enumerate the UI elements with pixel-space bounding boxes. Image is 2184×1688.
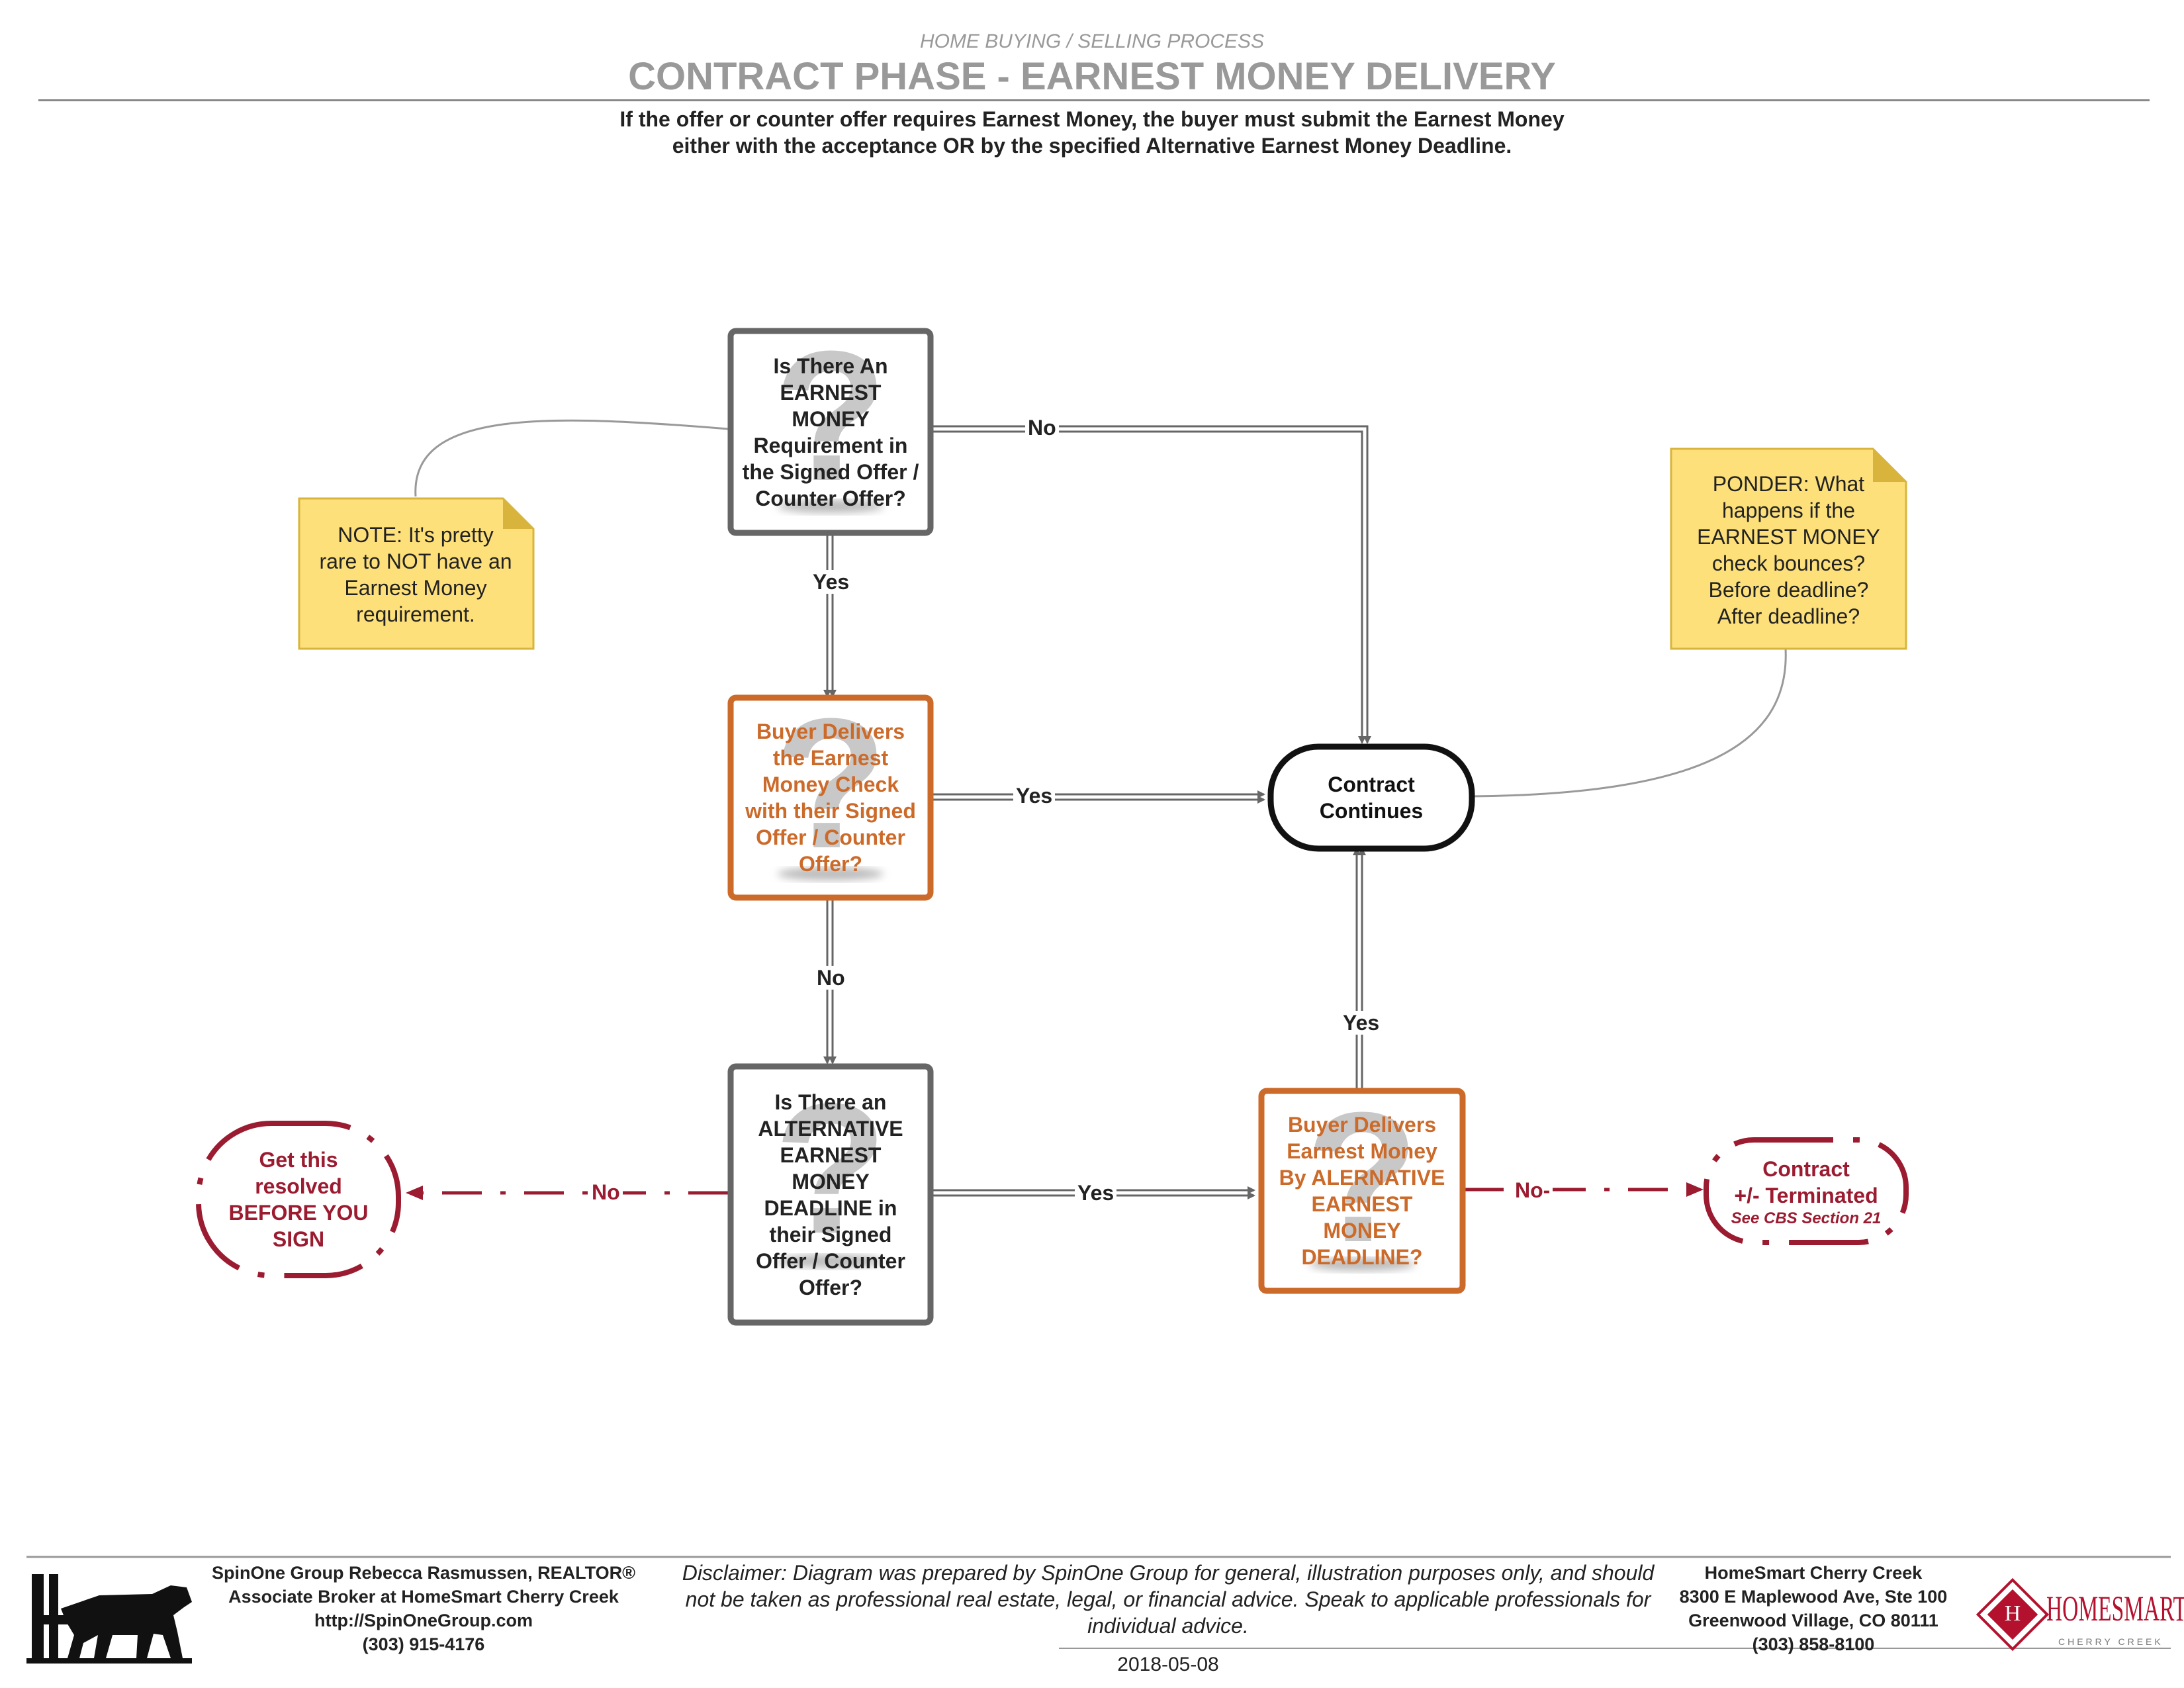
question-mark-icon: ? <box>774 313 887 520</box>
terminal-contract-continues <box>1267 743 1475 852</box>
homesmart-logo-monogram: H <box>2004 1601 2021 1626</box>
svg-text:?: ? <box>774 680 887 887</box>
intro-line-1: If the offer or counter offer requires E… <box>619 107 1565 131</box>
terminal-contract-terminated <box>1704 1137 1909 1245</box>
edge-label-q2-no: No <box>814 966 848 990</box>
disclaimer-label: Disclaimer: <box>682 1561 787 1585</box>
footer-agent-title: Associate Broker at HomeSmart Cherry Cre… <box>228 1587 619 1607</box>
sticky-note-ponder <box>1670 447 1907 650</box>
edge-label-q1-yes: Yes <box>810 570 852 594</box>
question-mark-icon: ? <box>774 680 887 887</box>
footer-brokerage-city: Greenwood Village, CO 80111 <box>1688 1611 1938 1630</box>
svg-text:?: ? <box>1305 1074 1418 1281</box>
footer-brokerage-name: HomeSmart Cherry Creek <box>1704 1563 1923 1583</box>
footer-disclaimer: Disclaimer: Diagram was prepared by Spin… <box>682 1560 1655 1639</box>
edge-q1-yes <box>823 534 837 698</box>
footer-agent-phone: (303) 915-4176 <box>362 1634 485 1654</box>
edge-q4-yes <box>1353 847 1366 1089</box>
footer-agent-website: http://SpinOneGroup.com <box>314 1611 533 1630</box>
terminal-get-resolved <box>196 1121 401 1278</box>
disclaimer-text: Diagram was prepared by SpinOne Group fo… <box>685 1561 1655 1638</box>
edge-label-q1-no: No <box>1025 416 1059 440</box>
edge-label-q4-yes: Yes <box>1340 1011 1383 1035</box>
homesmart-logo-icon <box>1976 1577 2050 1652</box>
question-mark-icon: ? <box>1305 1074 1418 1281</box>
edge-label-q4-no: No- <box>1512 1178 1553 1202</box>
footer-brokerage-info: HomeSmart Cherry Creek 8300 E Maplewood … <box>1655 1561 1972 1656</box>
homesmart-logo-wordmark: HOMESMART <box>2046 1589 2184 1628</box>
header-subtitle: HOME BUYING / SELLING PROCESS <box>919 30 1265 52</box>
edge-label-q3-yes: Yes <box>1075 1181 1117 1205</box>
question-mark-icon: ? <box>774 1066 887 1272</box>
edge-label-q2-yes: Yes <box>1013 784 1056 808</box>
ponder-connector <box>1470 648 1787 798</box>
decision-q2-text: Buyer Delivers the Earnest Money Check w… <box>745 720 916 876</box>
footer-brokerage-phone: (303) 858-8100 <box>1752 1634 1875 1654</box>
footer-date: 2018-05-08 <box>1117 1654 1219 1675</box>
edge-label-q3-no: No <box>589 1180 623 1204</box>
intro-text: If the offer or counter offer requires E… <box>0 106 2184 159</box>
contract-continues-text: Contract Continues <box>1319 773 1424 823</box>
svg-text:?: ? <box>774 1066 887 1272</box>
decision-box-q1 <box>727 328 934 536</box>
svg-text:?: ? <box>774 313 887 520</box>
get-resolved-text: Get this resolved BEFORE YOU SIGN <box>228 1148 369 1251</box>
ponder-text: PONDER: What happens if the EARNEST MONE… <box>1697 472 1880 628</box>
decision-q1-text: Is There An EARNEST MONEY Requirement in… <box>742 354 919 510</box>
decision-q3-text: Is There an ALTERNATIVE EARNEST MONEY DE… <box>756 1090 905 1299</box>
page-title: CONTRACT PHASE - EARNEST MONEY DELIVERY <box>628 55 1556 98</box>
footer-agent-name: SpinOne Group Rebecca Rasmussen, REALTOR… <box>211 1563 636 1583</box>
edge-q1-no <box>931 425 1371 744</box>
homesmart-logo-subtitle: CHERRY CREEK <box>2058 1636 2163 1647</box>
decision-box-q4 <box>1258 1088 1466 1294</box>
intro-line-2: either with the acceptance OR by the spe… <box>672 134 1512 158</box>
decision-box-q2 <box>727 694 934 901</box>
edge-q2-yes <box>931 790 1265 804</box>
note-connector <box>414 419 729 497</box>
sticky-note-note <box>298 497 535 650</box>
terminated-note: See CBS Section 21 <box>1731 1209 1882 1227</box>
terminated-title: Contract +/- Terminated <box>1734 1156 1878 1207</box>
spinone-dog-logo-icon <box>26 1574 192 1664</box>
decision-q4-text: Buyer Delivers Earnest Money By ALERNATI… <box>1279 1113 1445 1269</box>
note-text: NOTE: It's pretty rare to NOT have an Ea… <box>319 523 512 626</box>
footer-brokerage-address: 8300 E Maplewood Ave, Ste 100 <box>1679 1587 1948 1607</box>
contract-terminated-text: Contract +/- Terminated See CBS Section … <box>1709 1144 1903 1240</box>
header-divider <box>38 99 2150 101</box>
decision-box-q3 <box>727 1063 934 1326</box>
footer-agent-info: SpinOne Group Rebecca Rasmussen, REALTOR… <box>159 1561 688 1656</box>
